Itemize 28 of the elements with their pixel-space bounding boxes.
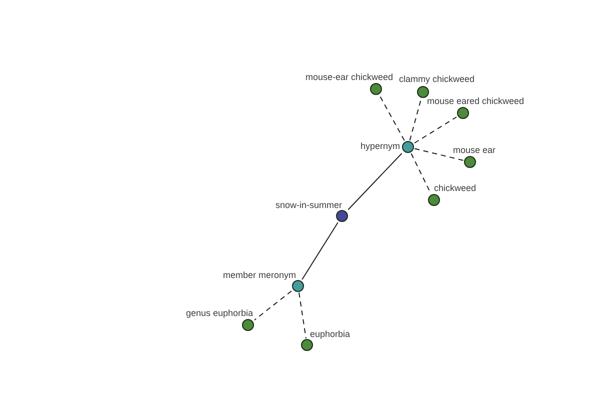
connector-line <box>348 152 402 210</box>
graph-node <box>457 107 469 119</box>
graph-node <box>370 83 382 95</box>
node-label: mouse eared chickweed <box>427 96 524 106</box>
node-label: mouse-ear chickweed <box>305 72 393 82</box>
graph-node <box>301 339 313 351</box>
graph-node <box>464 156 476 168</box>
node-label: snow-in-summer <box>275 200 342 210</box>
connector-line <box>302 222 338 280</box>
node-label: euphorbia <box>310 329 350 339</box>
dashed-connector <box>379 95 405 141</box>
node-label: genus euphorbia <box>186 308 253 318</box>
graph-node <box>402 141 414 153</box>
node-label: mouse ear <box>453 145 496 155</box>
graph-node <box>417 86 429 98</box>
node-label: member meronym <box>222 270 296 280</box>
dashed-connector <box>414 116 457 144</box>
dashed-connector <box>298 292 306 339</box>
node-label: clammy chickweed <box>399 74 475 84</box>
dashed-connector <box>254 290 292 320</box>
graph-node <box>336 210 348 222</box>
dashed-connector <box>409 98 422 141</box>
graph-node <box>428 194 440 206</box>
graph-node <box>292 280 304 292</box>
graph-node <box>242 319 254 331</box>
node-label: chickweed <box>434 183 476 193</box>
dashed-connector <box>414 148 464 161</box>
node-label: hypernym <box>360 141 400 151</box>
